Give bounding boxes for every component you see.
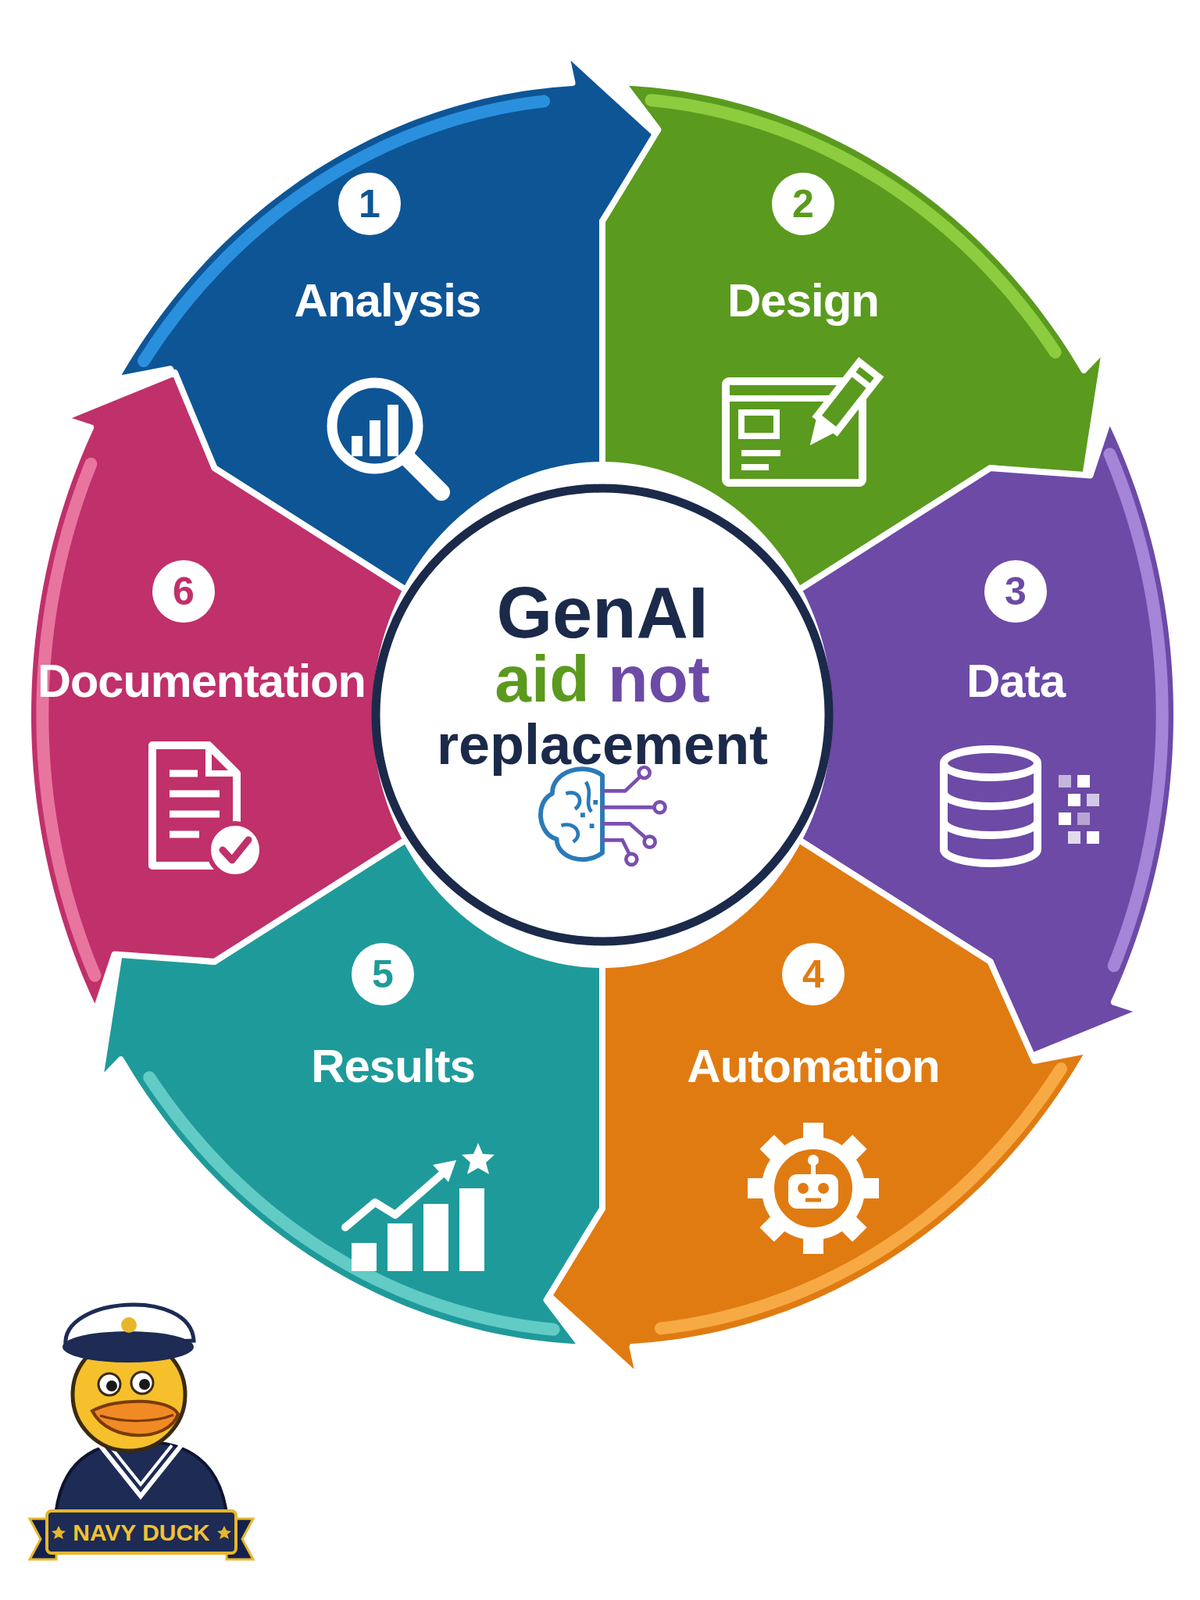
step-label: Results [310, 1042, 475, 1090]
shape-path [100, 1445, 182, 1497]
step-number: 2 [792, 184, 815, 224]
segment-icon [152, 745, 262, 877]
center-circle: GenAIaidnotreplacement [367, 480, 837, 950]
segment-rim [660, 1068, 1061, 1329]
shape-ellipse [62, 1331, 194, 1363]
step-number: 1 [358, 184, 381, 224]
step-label: Documentation [37, 657, 366, 704]
number-badge: 2 [771, 172, 835, 236]
segment-icon [943, 749, 1100, 864]
segment-icon [747, 1122, 879, 1254]
center-ring [375, 488, 829, 942]
cycle-segment: 6Documentation [18, 362, 416, 1022]
shape-path [92, 1401, 179, 1436]
step-label: Design [727, 277, 879, 325]
center-subtitle: replacement [436, 716, 768, 773]
shape-circle [131, 1371, 154, 1394]
center-word: aid [494, 642, 590, 716]
shape-circle [106, 1380, 118, 1392]
logo-banner-text: NAVY DUCK [72, 1521, 211, 1545]
segment-icon [725, 361, 879, 483]
number-badge: 4 [782, 942, 845, 1006]
shape-rect [46, 1510, 236, 1554]
segment-icon [345, 1142, 495, 1272]
number-badge: 1 [338, 172, 401, 236]
arrow-segment [28, 372, 407, 1012]
step-number: 3 [1004, 571, 1027, 611]
segment-rim [42, 464, 95, 976]
navy-duck-logo [29, 1304, 254, 1560]
number-badge: 3 [984, 560, 1047, 623]
step-label: Analysis [294, 277, 482, 325]
shape-circle [98, 1373, 121, 1396]
segment-rim [650, 100, 1055, 353]
shape-polygon [51, 1525, 66, 1540]
number-badge: 5 [351, 942, 415, 1006]
center-circle-shape [367, 480, 837, 950]
step-number: 5 [371, 954, 394, 994]
shape-circle [121, 1317, 137, 1333]
segment-rim [143, 101, 544, 361]
step-label: Data [966, 657, 1065, 705]
center-title: GenAI [496, 576, 709, 649]
number-badge: 6 [152, 560, 215, 623]
shape-path [100, 1414, 174, 1422]
step-number: 4 [802, 954, 825, 994]
segment-icon [332, 382, 442, 493]
center-word: not [607, 642, 711, 716]
step-label: Automation [686, 1042, 940, 1090]
brain-icon [540, 767, 666, 865]
shape-circle [139, 1378, 150, 1390]
shape-polygon [217, 1525, 232, 1540]
step-number: 6 [172, 571, 195, 611]
segment-rim [1109, 453, 1162, 966]
center-line: aidnot [494, 646, 710, 712]
segment-rim [149, 1077, 554, 1330]
